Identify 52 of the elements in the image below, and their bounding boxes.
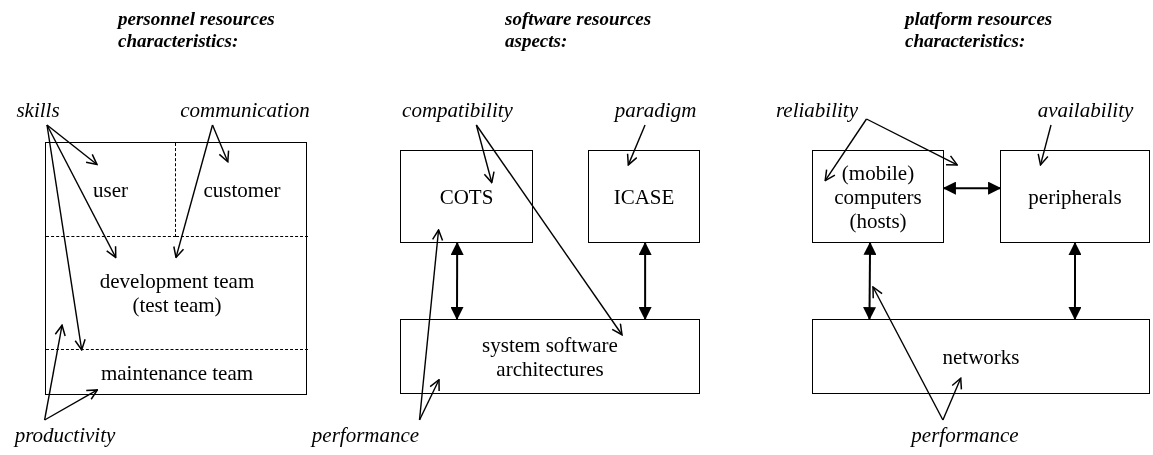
double-arrow <box>638 241 652 321</box>
leader-arrow <box>824 118 868 182</box>
box-section <box>46 143 176 237</box>
node-label: networks <box>942 344 1020 369</box>
leader-arrow <box>46 124 86 351</box>
section-heading: platform resources characteristics: <box>905 8 1054 52</box>
annotation-text: productivity <box>5 420 125 450</box>
node-label: ICASE <box>613 184 675 209</box>
node-label: COTS <box>439 184 494 209</box>
double-arrow <box>450 241 464 321</box>
annotation-text: skills <box>8 95 68 125</box>
node-label: user <box>93 177 128 202</box>
annotation-text: communication <box>180 95 310 125</box>
annotation-text: paradigm <box>608 95 703 125</box>
node-label: (mobile) computers (hosts) <box>833 160 923 233</box>
node-label: system software architectures <box>481 332 619 381</box>
leader-arrow <box>1037 124 1052 166</box>
section-heading: software resources aspects: <box>505 8 653 52</box>
process-box <box>812 319 1150 394</box>
annotation-text: performance <box>298 420 433 450</box>
leader-arrow <box>46 124 98 166</box>
annotation-text: reliability <box>762 95 872 125</box>
leader-arrow <box>418 379 440 421</box>
node-label: customer <box>203 177 281 202</box>
leader-arrow <box>475 124 623 336</box>
leader-arrow <box>173 124 214 259</box>
double-arrow <box>863 241 877 321</box>
process-box <box>812 150 944 243</box>
double-arrow <box>942 181 1002 195</box>
leader-arrow <box>626 124 646 166</box>
leader-arrow <box>865 118 958 166</box>
leader-arrow <box>43 389 99 421</box>
process-box <box>1000 150 1150 243</box>
node-label: maintenance team <box>100 361 254 385</box>
leader-arrow <box>43 324 66 421</box>
node-label: development team (test team) <box>98 269 256 317</box>
node-label: peripherals <box>1028 184 1122 209</box>
leader-arrow <box>46 124 117 259</box>
annotation-text: performance <box>900 420 1030 450</box>
annotation-text: availability <box>1028 95 1143 125</box>
outer-box <box>45 142 307 395</box>
leader-arrow <box>418 229 444 421</box>
process-box <box>400 319 700 394</box>
leader-arrow <box>211 124 230 163</box>
double-arrow <box>1068 241 1082 321</box>
process-box <box>588 150 700 243</box>
annotation-text: compatibility <box>385 95 530 125</box>
section-heading: personnel resources characteristics: <box>118 8 276 52</box>
leader-arrow <box>872 286 944 421</box>
leader-arrow <box>942 377 963 421</box>
leader-arrow <box>475 124 495 184</box>
process-box <box>400 150 533 243</box>
